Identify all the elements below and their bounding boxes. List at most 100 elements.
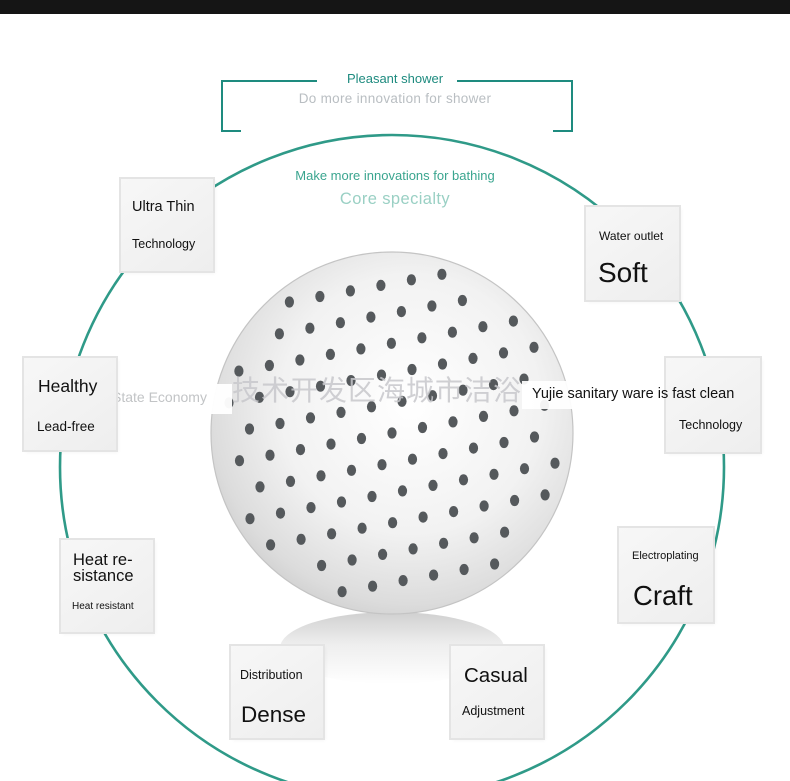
nozzle — [489, 468, 499, 480]
feature-title: Dense — [241, 702, 307, 727]
nozzle — [368, 580, 378, 592]
nozzle — [255, 481, 265, 493]
fast-clean-mask — [522, 381, 658, 409]
nozzle — [478, 410, 489, 422]
nozzle — [407, 453, 418, 465]
nozzle — [244, 423, 255, 435]
nozzle — [306, 502, 316, 514]
feature-card-craft: Electroplating Craft — [619, 528, 713, 622]
nozzle — [346, 375, 356, 387]
nozzle — [417, 421, 428, 434]
feature-title: Casual — [464, 664, 528, 687]
nozzle — [457, 294, 467, 307]
nozzle — [498, 347, 509, 359]
nozzle — [234, 365, 244, 377]
nozzle — [458, 474, 469, 486]
nozzle — [317, 559, 327, 572]
nozzle — [427, 300, 437, 312]
nozzle — [357, 522, 367, 534]
nozzle — [396, 306, 406, 318]
feature-card-casual: Casual Adjustment — [451, 646, 543, 738]
feature-subtitle: Lead-free — [37, 419, 95, 434]
nozzle — [447, 326, 457, 338]
feature-title: Heat re-sistance — [73, 551, 134, 585]
nozzle — [295, 354, 305, 366]
nozzle — [386, 337, 396, 349]
feature-subtitle: Adjustment — [462, 704, 525, 718]
nozzle — [335, 317, 345, 329]
innovation-heading: Make more innovations for bathing — [295, 168, 495, 183]
nozzle — [509, 494, 520, 507]
nozzle — [509, 405, 519, 417]
nozzle — [490, 558, 500, 570]
nozzle — [439, 537, 449, 549]
nozzle — [459, 563, 469, 576]
nozzle — [499, 436, 509, 449]
nozzle — [407, 363, 417, 376]
nozzle — [336, 496, 347, 508]
nozzle — [315, 290, 325, 303]
nozzle — [356, 432, 367, 445]
feature-subtitle: Technology — [679, 418, 743, 432]
feature-card-dense: Distribution Dense — [231, 646, 323, 738]
nozzle — [519, 463, 530, 475]
shower-reflection — [280, 612, 504, 684]
nozzle — [346, 464, 357, 476]
shower-head-icon — [210, 251, 574, 615]
nozzle — [550, 457, 560, 469]
feature-subtitle: Water outlet — [599, 229, 664, 243]
nozzle — [388, 517, 398, 529]
nozzle — [408, 543, 418, 555]
header-tagline: Pleasant shower — [346, 71, 444, 86]
feature-ring — [58, 133, 726, 781]
nozzle — [285, 475, 296, 487]
core-specialty-heading: Core specialty — [339, 190, 451, 208]
nozzle — [437, 268, 447, 280]
nozzle — [508, 315, 518, 327]
nozzle — [448, 416, 458, 428]
nozzle — [275, 507, 286, 519]
nozzle — [529, 341, 539, 353]
nozzle — [285, 386, 295, 398]
nozzle — [438, 448, 448, 460]
nozzle — [266, 539, 276, 551]
nozzle — [366, 311, 376, 323]
nozzle — [376, 279, 386, 291]
nozzle — [376, 369, 387, 381]
nozzle — [417, 332, 427, 344]
nozzle — [397, 485, 408, 497]
nozzle — [347, 554, 357, 566]
nozzle — [345, 285, 355, 297]
nozzle — [427, 390, 438, 402]
watermark-economy: State Economy — [112, 389, 207, 405]
nozzle — [234, 455, 245, 467]
feature-subtitle: Heat resistant — [72, 601, 134, 612]
nozzle — [275, 417, 285, 430]
nozzle — [488, 379, 499, 391]
feature-title: Craft — [633, 580, 693, 611]
nozzle — [315, 380, 326, 392]
nozzle — [418, 511, 428, 523]
nozzle — [366, 401, 377, 413]
feature-title: Soft — [598, 257, 648, 288]
nozzle — [265, 449, 275, 461]
nozzle — [378, 548, 388, 561]
nozzle — [500, 526, 510, 538]
feature-card-ultra-thin: Ultra Thin Technology — [121, 179, 213, 271]
header-subtitle: Do more innovation for shower — [298, 91, 492, 106]
nozzle — [296, 533, 306, 545]
nozzle — [406, 274, 416, 286]
nozzle — [284, 296, 294, 308]
nozzle — [337, 586, 347, 598]
watermark-chinese: 技术开发区海城市洁浴 — [232, 374, 523, 407]
nozzle — [254, 391, 265, 403]
nozzle — [264, 359, 274, 372]
nozzle — [245, 513, 255, 525]
nozzle — [305, 322, 315, 334]
nozzle — [295, 444, 306, 456]
feature-card-heat-resistance: Heat re-sistance Heat resistant — [61, 540, 153, 632]
feature-subtitle: Distribution — [240, 668, 303, 682]
feature-subtitle: Electroplating — [632, 550, 699, 562]
nozzle — [336, 406, 346, 418]
top-bar — [0, 0, 790, 14]
